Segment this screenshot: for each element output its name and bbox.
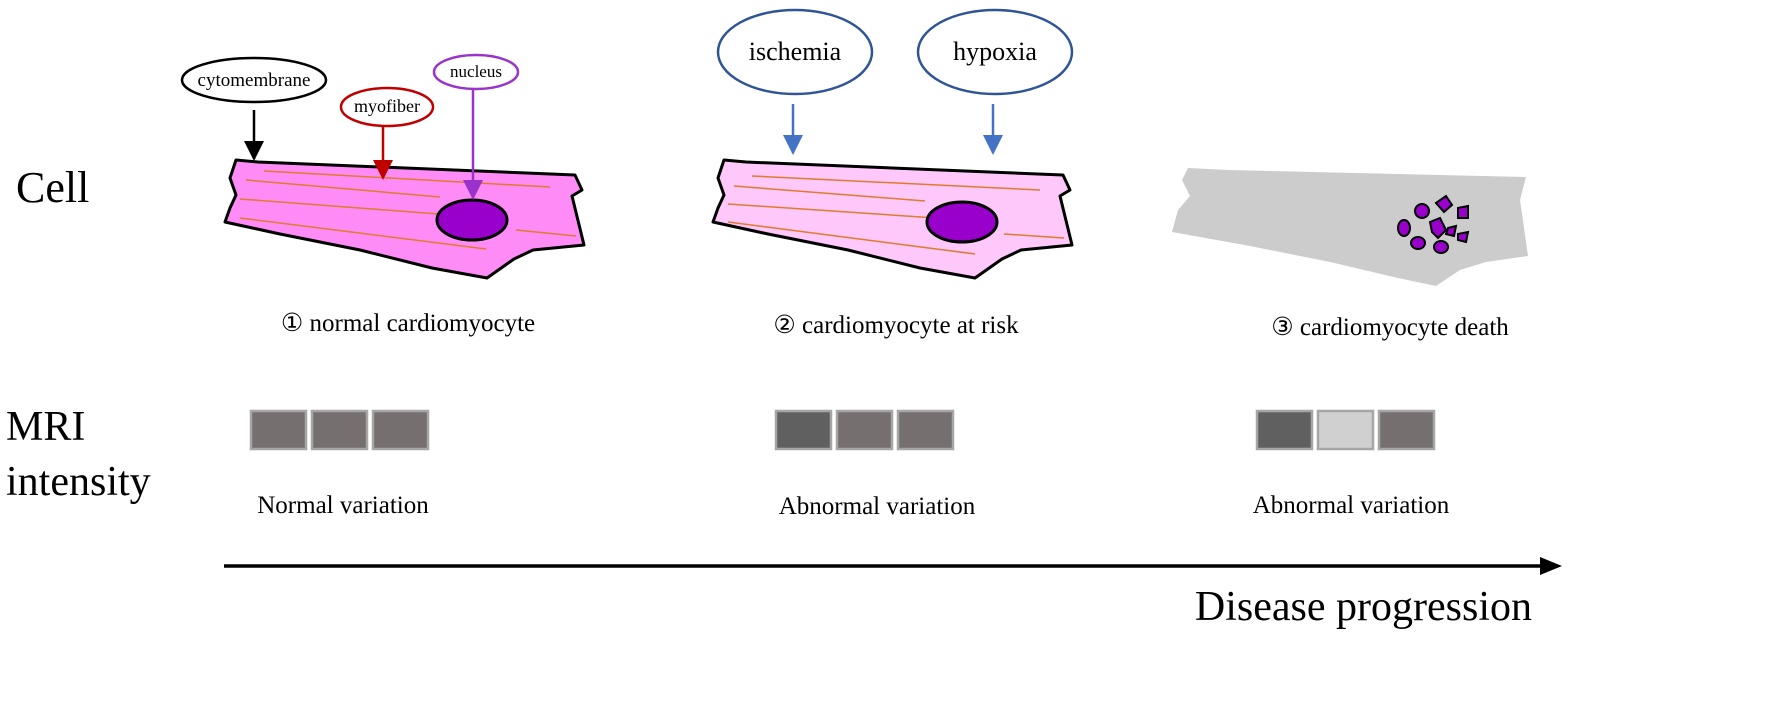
nucleus [435,198,509,242]
myofiber-lines [239,170,577,250]
mri-intensity-stage2 [774,409,955,451]
callout-ischemia-label: ischemia [749,37,842,66]
mri-square [371,409,430,451]
mri-square [896,409,955,451]
callout-ischemia: ischemia [716,8,874,155]
stage2-caption: ② cardiomyocyte at risk [773,312,1019,339]
stage3-caption: ③ cardiomyocyte death [1271,314,1509,341]
callout-cytomembrane: cytomembrane [180,56,328,161]
callout-hypoxia-label: hypoxia [953,37,1037,66]
mri-intensity-stage3 [1255,409,1436,451]
callout-nucleus: nucleus [432,53,520,200]
mri-caption-stage1: Normal variation [257,492,429,519]
axis-arrowhead [1540,557,1562,575]
mri-square [310,409,369,451]
callout-cytomembrane-label: cytomembrane [198,70,311,91]
mri-caption-stage2: Abnormal variation [779,493,976,520]
row-label-cell: Cell [16,163,89,212]
callout-nucleus-label: nucleus [450,62,502,81]
nucleus-fragments [1397,194,1470,254]
mri-intensity-stage1 [249,409,430,451]
stage1-caption: ① normal cardiomyocyte [281,310,535,337]
callout-myofiber-label: myofiber [354,96,420,116]
axis-label: Disease progression [1195,584,1532,630]
disease-progression-axis [224,557,1562,575]
mri-square [249,409,308,451]
mri-square [835,409,894,451]
mri-square [774,409,833,451]
mri-square [1316,409,1375,451]
callout-myofiber: myofiber [339,86,435,180]
dead-cardiomyocyte-cell [1172,168,1528,286]
at-risk-cardiomyocyte-cell [711,158,1074,280]
mri-caption-stage3: Abnormal variation [1253,492,1450,519]
mri-square [1255,409,1314,451]
mri-square [1377,409,1436,451]
callout-hypoxia: hypoxia [916,8,1074,155]
row-label-mri-line1: MRI [6,404,85,450]
row-label-mri-line2: intensity [6,459,151,505]
normal-cardiomyocyte-cell [223,158,586,280]
nucleus [925,200,999,244]
